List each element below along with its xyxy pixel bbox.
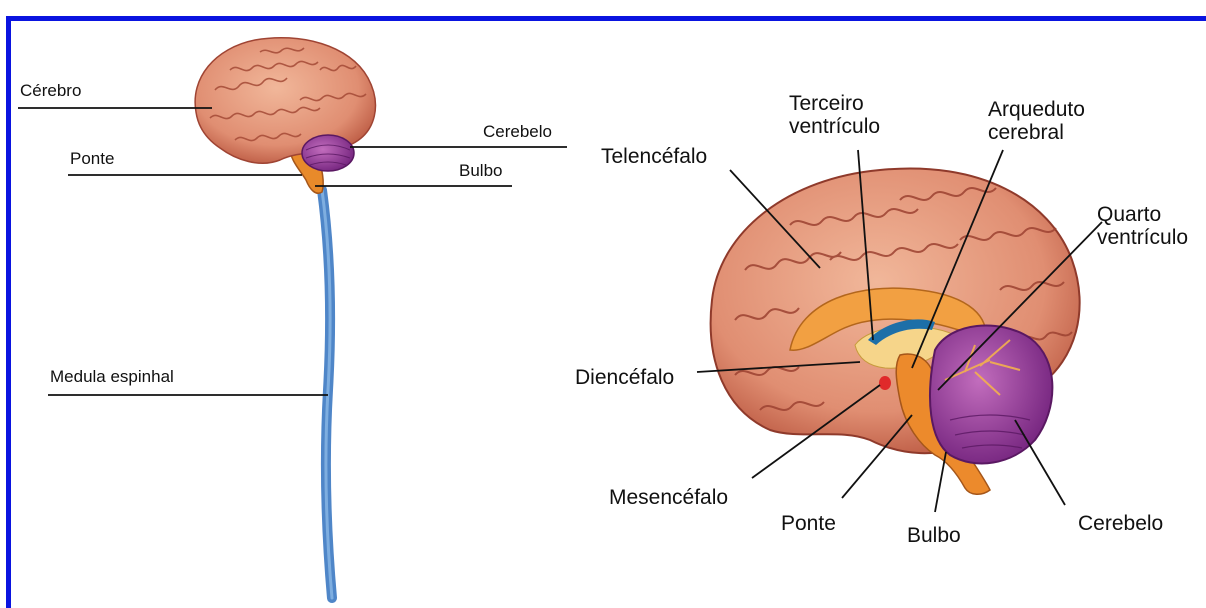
right-cerebellum	[930, 326, 1052, 464]
label-cerebro: Cérebro	[20, 82, 81, 99]
label-ponte-right: Ponte	[781, 513, 836, 534]
label-mesencefalo: Mesencéfalo	[609, 487, 728, 508]
label-bulbo-left: Bulbo	[459, 162, 502, 179]
label-terceiro-ventriculo: Terceiro ventrículo	[789, 92, 880, 138]
midbrain-red-spot	[879, 376, 891, 390]
label-diencefalo: Diencéfalo	[575, 367, 674, 388]
right-brain-figure	[711, 168, 1080, 494]
label-telencefalo: Telencéfalo	[601, 146, 707, 167]
label-medula-espinhal: Medula espinhal	[50, 368, 174, 385]
label-quarto-ventriculo: Quarto ventrículo	[1097, 203, 1188, 249]
left-brain-figure	[195, 38, 375, 598]
label-cerebelo-right: Cerebelo	[1078, 513, 1163, 534]
label-bulbo-right: Bulbo	[907, 525, 961, 546]
label-ponte-left: Ponte	[70, 150, 114, 167]
label-arqueduto-cerebral: Arqueduto cerebral	[988, 98, 1085, 144]
label-cerebelo-left: Cerebelo	[483, 123, 552, 140]
left-cerebellum	[302, 135, 354, 171]
leader-bulbo	[935, 452, 946, 512]
